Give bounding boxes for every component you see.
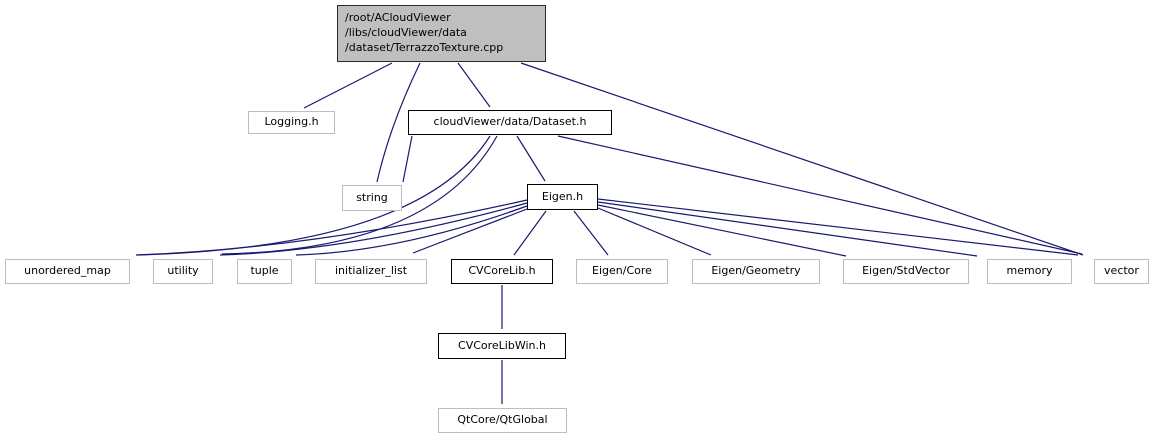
node-vector: vector — [1094, 259, 1149, 284]
edge-eigen-utility — [219, 202, 528, 256]
edge-cpp-vector — [520, 62, 1084, 256]
node-cvcorelib[interactable]: CVCoreLib.h — [451, 259, 553, 284]
node-eigen_core: Eigen/Core — [576, 259, 668, 284]
edge-cpp-string — [376, 62, 421, 183]
edge-eigen-initializer_list — [412, 208, 528, 254]
node-dataset[interactable]: cloudViewer/data/Dataset.h — [408, 110, 612, 135]
edge-cpp-dataset — [457, 62, 491, 108]
edge-eigen-memory — [597, 201, 978, 257]
node-eigen[interactable]: Eigen.h — [527, 184, 598, 210]
node-eigen_stdvector: Eigen/StdVector — [843, 259, 969, 284]
edge-dataset-utility — [221, 135, 498, 255]
edge-eigen-cvcorelib — [513, 210, 547, 256]
edge-eigen-unordered_map — [135, 199, 528, 256]
node-utility: utility — [153, 259, 213, 284]
node-eigen_geometry: Eigen/Geometry — [692, 259, 820, 284]
node-cvcorelibwin[interactable]: CVCoreLibWin.h — [438, 333, 566, 359]
node-qtglobal: QtCore/QtGlobal — [438, 408, 567, 433]
edge-eigen-eigen_core — [573, 210, 609, 256]
edge-eigen-vector — [597, 198, 1079, 256]
edge-eigen-eigen_geometry — [597, 207, 712, 256]
node-initializer_list: initializer_list — [315, 259, 427, 284]
node-cpp: /root/ACloudViewer /libs/cloudViewer/dat… — [337, 5, 546, 62]
node-tuple: tuple — [237, 259, 292, 284]
edge-eigen-tuple — [295, 205, 528, 256]
edge-eigen-eigen_stdvector — [597, 204, 847, 257]
node-unordered_map: unordered_map — [5, 259, 130, 284]
edge-dataset-vector — [557, 135, 1083, 255]
node-memory: memory — [987, 259, 1072, 284]
edge-dataset-unordered_map — [137, 135, 491, 256]
edge-dataset-eigen — [516, 135, 546, 182]
node-logging: Logging.h — [248, 111, 335, 134]
edge-cpp-logging — [303, 62, 393, 109]
edge-dataset-string — [402, 135, 413, 183]
node-string: string — [342, 185, 402, 211]
